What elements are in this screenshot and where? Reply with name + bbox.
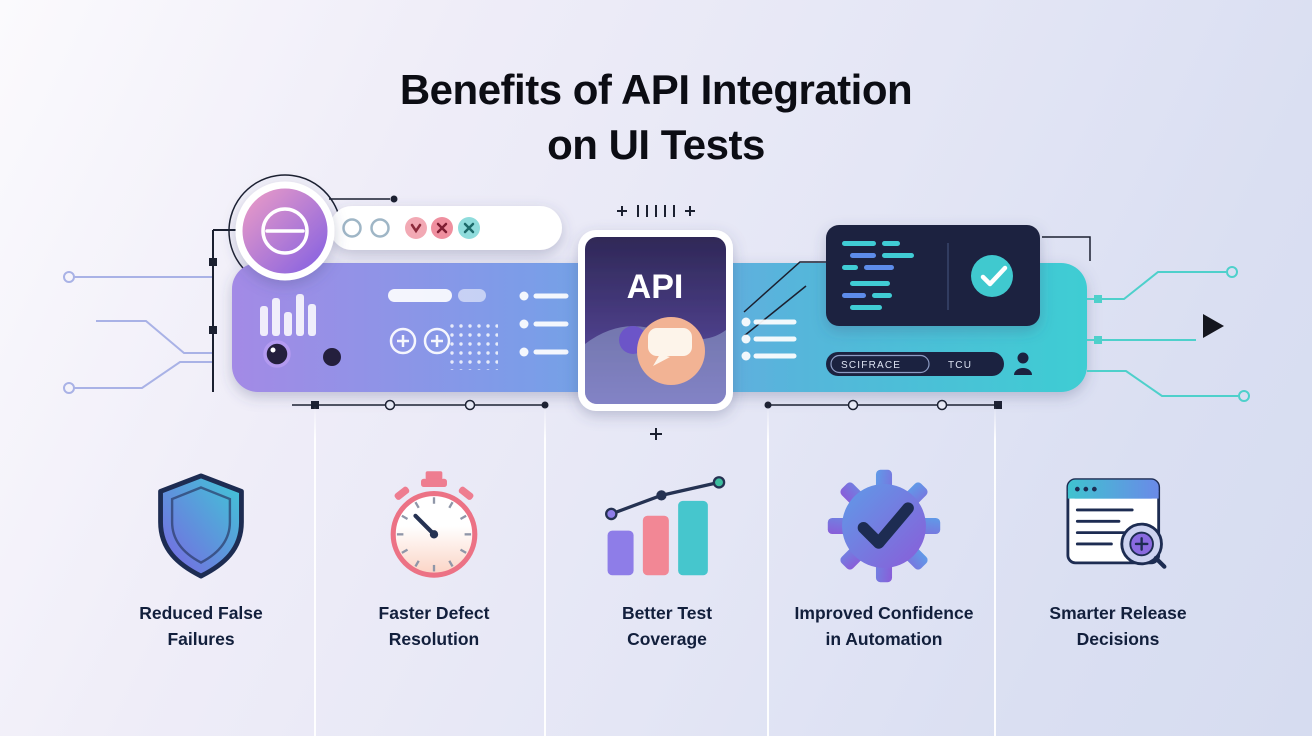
shield-icon	[81, 462, 321, 590]
dot-grid	[450, 322, 498, 370]
benefit-smarter-release-decisions: Smarter Release Decisions	[998, 462, 1238, 652]
knob-icon-small	[323, 348, 341, 366]
pill-shape	[458, 289, 486, 302]
column-divider	[314, 406, 316, 736]
benefit-reduced-false-failures: Reduced False Failures	[81, 462, 321, 652]
api-card: API	[578, 230, 733, 411]
benefit-label: Improved Confidence in Automation	[794, 603, 974, 649]
browser-toolbar	[330, 206, 562, 250]
search-pill-left-text: SCIFRACE	[841, 360, 901, 371]
play-icon	[1203, 314, 1224, 338]
code-panel	[826, 225, 1040, 326]
connector-lines-left	[212, 229, 240, 392]
list-lines-right	[741, 317, 797, 361]
check-circle-icon	[971, 255, 1013, 297]
api-label: API	[627, 268, 684, 306]
plus-circle-icons	[389, 327, 451, 355]
benefit-faster-defect-resolution: Faster Defect Resolution	[314, 462, 554, 652]
toolbar-circle-icon	[342, 218, 362, 238]
knob-highlight	[270, 347, 276, 353]
title-line-2: on UI Tests	[547, 121, 765, 168]
toolbar-circle-icon	[370, 218, 390, 238]
benefit-improved-confidence: Improved Confidence in Automation	[764, 462, 1004, 652]
column-divider	[994, 406, 996, 736]
benefit-label: Smarter Release Decisions	[1049, 603, 1187, 649]
tick-plus-bottom	[650, 428, 662, 440]
equalizer-icon	[260, 294, 316, 336]
right-circuit-lines	[1087, 266, 1250, 402]
benefit-label: Better Test Coverage	[621, 603, 713, 649]
pill-shape	[388, 289, 452, 302]
timeline	[292, 399, 1002, 411]
benefit-better-test-coverage: Better Test Coverage	[547, 462, 787, 652]
gauge-icon	[235, 181, 335, 281]
bar-chart-icon	[547, 462, 787, 590]
list-lines-left	[519, 291, 569, 357]
search-pill-right-text: TCU	[948, 360, 972, 371]
user-icon	[1014, 352, 1032, 375]
node-square-teal	[1094, 295, 1102, 303]
browser-search-icon	[998, 462, 1238, 590]
column-divider	[767, 406, 769, 736]
column-divider	[544, 406, 546, 736]
benefit-label: Faster Defect Resolution	[378, 603, 490, 649]
connector-lines-right	[743, 261, 826, 337]
stopwatch-icon	[314, 462, 554, 590]
pipeline-illustration: API	[63, 174, 1250, 440]
code-lines	[842, 241, 914, 310]
node-square-teal	[1094, 336, 1102, 344]
node-square	[209, 326, 217, 334]
chat-bubble-icon	[648, 328, 692, 356]
node-square	[209, 258, 217, 266]
benefit-label: Reduced False Failures	[139, 603, 263, 649]
gear-check-icon	[764, 462, 1004, 590]
left-circuit-lines	[63, 271, 212, 394]
knob-icon	[263, 340, 291, 368]
node-dot	[390, 195, 398, 203]
tick-marks-top	[617, 205, 695, 217]
title-line-1: Benefits of API Integration	[399, 66, 913, 113]
badge-arrow-icon	[405, 217, 427, 239]
search-pill: SCIFRACE TCU	[826, 352, 1004, 376]
panel-connector	[1042, 236, 1091, 261]
page-title: Benefits of API Integration on UI Tests	[0, 62, 1312, 172]
